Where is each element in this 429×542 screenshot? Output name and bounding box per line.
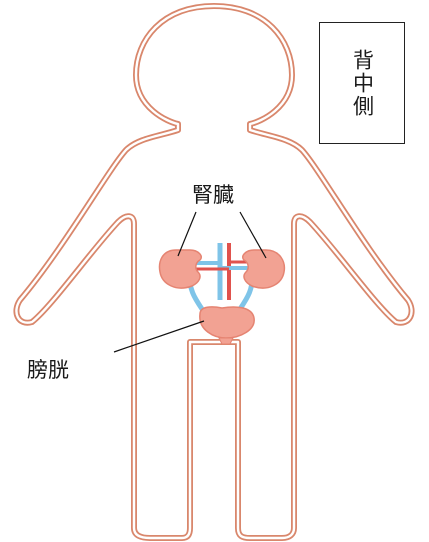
right-kidney <box>243 250 285 288</box>
kidney-label: 腎臓 <box>192 183 234 207</box>
body-outline-inner <box>16 6 411 538</box>
left-kidney <box>160 250 202 288</box>
blood-vessels <box>196 243 254 300</box>
urethra <box>219 338 233 344</box>
bladder <box>200 307 254 338</box>
bladder-label: 膀胱 <box>27 358 69 382</box>
body-silhouette <box>16 6 411 538</box>
